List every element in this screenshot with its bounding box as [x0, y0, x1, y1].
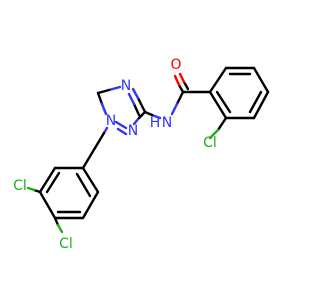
bond-co-b-o — [178, 72, 186, 84]
bond-ar6-cl-c — [216, 116, 228, 132]
bond-layer — [26, 66, 270, 234]
atom-amide-nitrogen: N — [162, 115, 172, 131]
atom-oxygen: O — [170, 57, 181, 73]
bond-c3-n4-c — [136, 96, 147, 114]
bond-bz1-bz6-inner — [75, 172, 92, 198]
atom-chlorine-para: Cl — [59, 236, 73, 252]
bond-ar6-cl — [208, 128, 220, 140]
bond-bz4-cl — [56, 223, 64, 234]
bond-co-a-o — [173, 74, 181, 87]
bond-n2-c3-c — [137, 110, 147, 120]
bond-n-c3-c — [143, 110, 154, 117]
bond-bz3-cl — [26, 186, 36, 192]
bond-ar6-ar1 — [208, 90, 228, 120]
atom-amide-hydrogen: H — [150, 115, 161, 131]
bond-bz3-bz2 — [38, 166, 57, 194]
atom-triazole-n4: N — [121, 78, 131, 94]
canvas-background — [0, 0, 300, 300]
bond-n4-c5-c — [96, 88, 111, 95]
bond-bz6-bz5 — [81, 190, 100, 220]
bond-co-a-c — [177, 83, 185, 94]
bond-carbonyl-n-c — [175, 90, 185, 106]
bond-ar6-ar1-inner — [215, 90, 232, 114]
bond-bz4-cl-c — [53, 216, 60, 227]
bond-n4-c5-n — [107, 85, 122, 92]
bond-n2-c3-n — [132, 116, 141, 126]
atom-chlorine-benzamide: Cl — [203, 135, 217, 151]
atom-triazole-n2: N — [128, 123, 138, 139]
bond-ar4-ar5 — [252, 90, 270, 120]
bond-ar1-ar2 — [208, 66, 228, 94]
bond-ar4-ar5-inner — [248, 90, 263, 114]
bond-ar3-ar4 — [252, 66, 270, 94]
atom-triazole-n1: N — [106, 113, 116, 129]
bond-bz3-bz2-inner — [45, 171, 61, 194]
bond-c3-n4-inner-c — [132, 102, 141, 117]
bond-ch2-bz1 — [81, 141, 100, 170]
bond-co-b-c — [182, 80, 190, 91]
bond-c3-n4-inner-n — [127, 92, 136, 106]
bond-c5-n1-n — [100, 102, 108, 116]
bond-n-c3-n — [150, 113, 162, 120]
atom-label-layer: O N H N N N Cl Cl Cl — [13, 57, 217, 252]
bond-bz1-bz6 — [81, 166, 100, 194]
molecule-structure: O N H N N N Cl Cl Cl — [0, 0, 300, 300]
bond-c3-n4-n — [131, 87, 140, 100]
bond-bz4-bz3 — [38, 190, 57, 220]
bond-n1-n2 — [114, 120, 128, 130]
atom-chlorine-meta: Cl — [13, 178, 27, 194]
bond-n1-n2-inner — [116, 127, 128, 136]
bond-n1-ch2-c — [96, 131, 106, 145]
bond-c5-n1-c — [96, 91, 104, 106]
bond-carbonyl-n — [170, 102, 179, 116]
